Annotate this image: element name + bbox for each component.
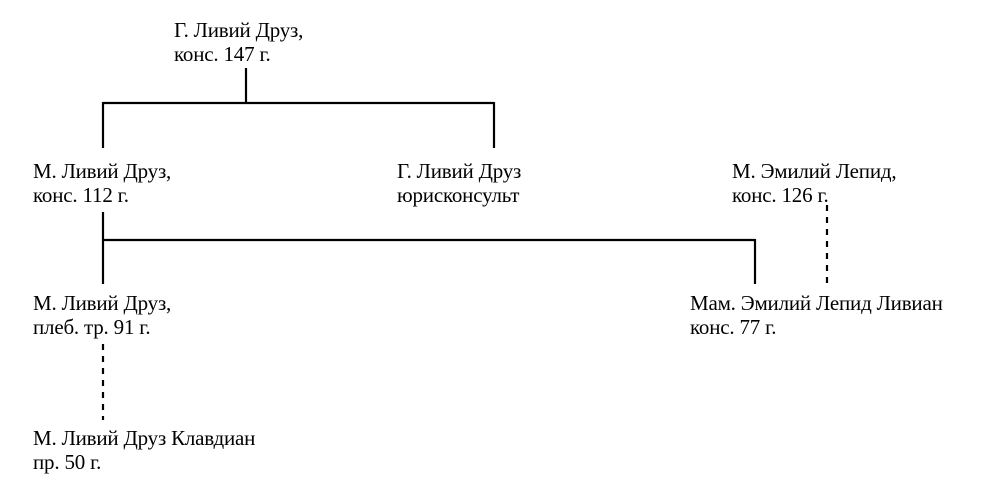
node-mamercus-lepidus-livianus: Мам. Эмилий Лепид Ливиан конс. 77 г. <box>690 291 943 339</box>
node-gaius-drusus-cos147: Г. Ливий Друз, конс. 147 г. <box>174 18 303 66</box>
node-name: М. Ливий Друз, <box>33 159 172 183</box>
node-name: М. Ливий Друз, <box>33 291 172 315</box>
node-marcus-drusus-trib91: М. Ливий Друз, плеб. тр. 91 г. <box>33 291 171 339</box>
node-name: Мам. Эмилий Лепид Ливиан <box>690 291 943 315</box>
node-office: пр. 50 г. <box>33 450 102 474</box>
node-marcus-lepidus-cos126: М. Эмилий Лепид, конс. 126 г. <box>732 159 897 207</box>
node-marcus-drusus-cos112: М. Ливий Друз, конс. 112 г. <box>33 159 171 207</box>
node-office: конс. 147 г. <box>174 42 271 66</box>
node-office: юрисконсульт <box>397 183 520 207</box>
node-name: Г. Ливий Друз <box>397 159 522 183</box>
node-name: М. Эмилий Лепид, <box>732 159 897 183</box>
node-name: Г. Ливий Друз, <box>174 18 304 42</box>
node-office: конс. 112 г. <box>33 183 129 207</box>
node-office: конс. 77 г. <box>690 315 777 339</box>
node-marcus-drusus-claudianus: М. Ливий Друз Клавдиан пр. 50 г. <box>33 426 255 474</box>
node-name: М. Ливий Друз Клавдиан <box>33 426 256 450</box>
node-gaius-drusus-jurist: Г. Ливий Друз юрисконсульт <box>397 159 521 207</box>
node-office: плеб. тр. 91 г. <box>33 315 151 339</box>
node-office: конс. 126 г. <box>732 183 829 207</box>
